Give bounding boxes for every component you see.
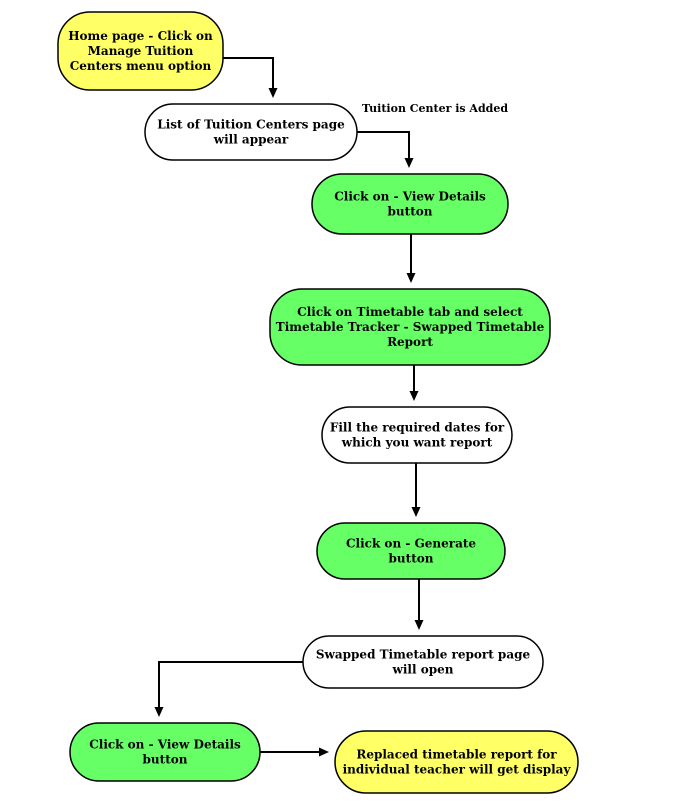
edge-home-to-list	[223, 57, 278, 98]
node-label-line: List of Tuition Centers page	[157, 117, 345, 131]
node-label-line: Home page - Click on	[68, 29, 213, 43]
node-label-line: button	[388, 204, 433, 218]
node-label-line: will appear	[213, 132, 289, 146]
node-label-line: Swapped Timetable report page	[316, 647, 531, 661]
arrow-head-icon	[414, 620, 424, 630]
node-shape	[69, 722, 261, 782]
node-replaced: Replaced timetable report forindividual …	[334, 730, 579, 794]
node-label-line: Manage Tuition	[88, 44, 194, 58]
arrow-head-icon	[409, 391, 419, 401]
edge-view2-to-replaced	[260, 747, 329, 757]
edge-dates-to-generate	[411, 463, 421, 517]
node-label-line: button	[143, 752, 188, 766]
node-label-line: Timetable Tracker - Swapped Timetable	[276, 320, 545, 334]
node-label-line: Click on Timetable tab and select	[297, 305, 523, 319]
node-shape	[334, 730, 579, 794]
node-label-line: Click on - View Details	[334, 189, 486, 203]
node-label-line: Report	[387, 335, 433, 349]
node-label-line: button	[389, 551, 434, 565]
node-label-line: Click on - Generate	[346, 536, 476, 550]
node-label-line: Centers menu option	[70, 59, 212, 73]
arrow-head-icon	[319, 747, 329, 757]
node-timetable: Click on Timetable tab and selectTimetab…	[269, 288, 551, 366]
edge-label: Tuition Center is Added	[362, 102, 508, 115]
arrow-head-icon	[154, 707, 164, 717]
node-shape	[269, 288, 551, 366]
edge-timetable-to-dates	[409, 365, 419, 401]
edge-line	[158, 661, 303, 709]
edge-generate-to-swapped	[414, 579, 424, 630]
arrow-head-icon	[268, 88, 278, 98]
node-label-line: will open	[392, 662, 454, 676]
node-label-line: Replaced timetable report for	[356, 747, 557, 761]
node-shape	[321, 406, 513, 464]
arrow-head-icon	[404, 158, 414, 168]
node-shape	[311, 173, 509, 235]
node-label-line: which you want report	[341, 435, 493, 449]
node-label-line: Fill the required dates for	[330, 420, 505, 434]
edge-line	[223, 57, 274, 90]
arrow-head-icon	[411, 507, 421, 517]
node-shape	[57, 11, 224, 91]
edge-line	[357, 131, 410, 160]
edge-view1-to-timetable	[406, 234, 416, 283]
node-label-line: individual teacher will get display	[343, 762, 572, 776]
edge-swapped-to-view2	[154, 661, 303, 717]
node-shape	[302, 635, 544, 689]
edge-list-to-view1	[357, 131, 414, 168]
node-shape	[144, 103, 358, 161]
node-label-line: Click on - View Details	[89, 737, 241, 751]
arrow-head-icon	[406, 273, 416, 283]
node-shape	[316, 522, 506, 580]
labels-layer: Tuition Center is Added	[362, 102, 508, 115]
edges-layer	[154, 57, 424, 757]
